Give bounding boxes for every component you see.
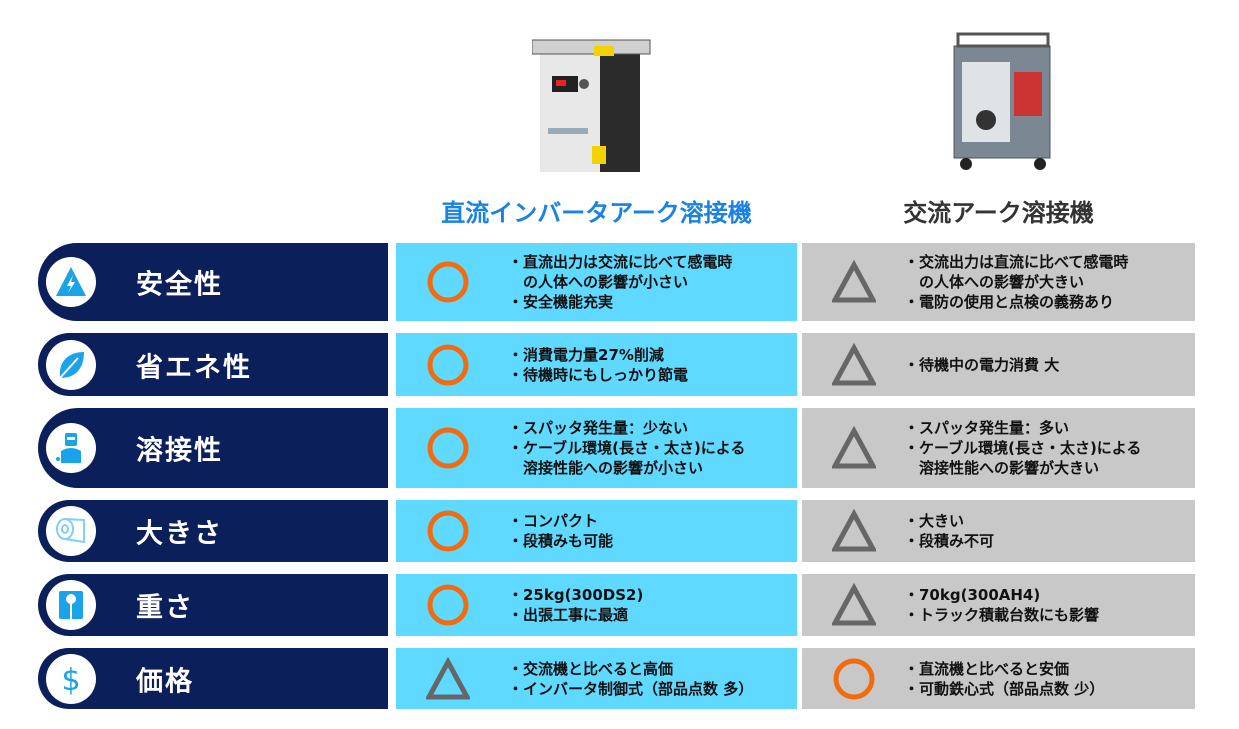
note-line: ・ケーブル環境(長さ・太さ)による <box>508 439 746 457</box>
note-line: の人体への影響が大きい <box>904 273 1085 291</box>
row-label: 大きさ <box>38 500 388 562</box>
ac-column-title: 交流アーク溶接機 <box>903 199 1094 227</box>
dc-cell: ・交流機と比べると高価・インバータ制御式（部品点数 多） <box>396 648 797 709</box>
note-line: ・段積みも可能 <box>508 532 614 550</box>
row-label-text: 省エネ性 <box>136 352 252 383</box>
ac-cell: ・待機中の電力消費 大 <box>802 333 1195 396</box>
circle-mark-icon <box>427 344 469 385</box>
circle-mark-icon <box>427 510 469 552</box>
leaf-icon <box>46 339 96 390</box>
circle-mark-icon <box>833 658 875 699</box>
row-label: 重さ <box>38 574 388 636</box>
triangle-mark-icon <box>426 656 470 699</box>
ac-cell: ・大きい・段積み不可 <box>802 500 1195 562</box>
note-line: ・スパッタ発生量：多い <box>904 419 1070 437</box>
ac-cell: ・70kg(300AH4) ・トラック積載台数にも影響 <box>802 574 1195 636</box>
circle-mark-icon <box>427 261 469 303</box>
triangle-mark-icon <box>832 260 876 303</box>
row-label: 安全性 <box>38 243 388 321</box>
note-line: 溶接性能への影響が大きい <box>904 459 1100 477</box>
row-label-text: 価格 <box>136 666 194 697</box>
ac-notes: ・スパッタ発生量：多い・ケーブル環境(長さ・太さ)による 溶接性能への影響が大き… <box>904 418 1141 478</box>
dc-notes: ・25kg(300DS2) ・出張工事に最適 <box>508 585 643 625</box>
dc-notes: ・直流出力は交流に比べて感電時 の人体への影響が小さい・安全機能充実 <box>508 252 732 312</box>
note-line: ・ケーブル環境(長さ・太さ)による <box>904 439 1142 457</box>
ac-cell: ・スパッタ発生量：多い・ケーブル環境(長さ・太さ)による 溶接性能への影響が大き… <box>802 408 1195 488</box>
dc-notes: ・スパッタ発生量：少ない・ケーブル環境(長さ・太さ)による 溶接性能への影響が小… <box>508 418 745 478</box>
note-line: ・待機中の電力消費 大 <box>904 355 1060 374</box>
dc-cell: ・コンパクト・段積みも可能 <box>396 500 797 562</box>
dc-notes: ・交流機と比べると高価・インバータ制御式（部品点数 多） <box>508 659 753 699</box>
ac-notes: ・交流出力は直流に比べて感電時 の人体への影響が大きい・電防の使用と点検の義務あ… <box>904 252 1128 312</box>
row-label-text: 安全性 <box>136 269 223 301</box>
note-line: ・待機時にもしっかり節電 <box>508 365 689 384</box>
ac-arc-welder-image <box>953 32 1051 170</box>
tape-measure-icon <box>46 506 96 556</box>
note-line: ・スパッタ発生量：少ない <box>508 419 689 437</box>
dc-cell: ・スパッタ発生量：少ない・ケーブル環境(長さ・太さ)による 溶接性能への影響が小… <box>396 408 797 488</box>
triangle-mark-icon <box>832 342 876 385</box>
comparison-row: 重さ ・25kg(300DS2) ・出張工事に最適 ・70kg(300AH4) ・トラッ… <box>0 574 1239 636</box>
note-line: ・消費電力量27%削減 <box>508 345 664 364</box>
dollar-icon: $ <box>46 653 96 704</box>
triangle-mark-icon <box>832 583 876 626</box>
svg-text:$: $ <box>61 663 80 696</box>
comparison-row: 大きさ ・コンパクト・段積みも可能 ・大きい・段積み不可 <box>0 500 1239 562</box>
note-line: ・交流出力は直流に比べて感電時 <box>904 253 1129 271</box>
note-line: 溶接性能への影響が小さい <box>508 459 704 477</box>
dc-cell: ・消費電力量27%削減・待機時にもしっかり節電 <box>396 333 797 396</box>
triangle-mark-icon <box>832 426 876 469</box>
note-line: の人体への影響が小さい <box>508 273 689 291</box>
scale-icon <box>46 580 96 630</box>
comparison-row: 安全性 ・直流出力は交流に比べて感電時 の人体への影響が小さい・安全機能充実 ・交流… <box>0 243 1239 321</box>
circle-mark-icon <box>427 584 469 626</box>
high-voltage-icon <box>46 257 96 307</box>
ac-notes: ・直流機と比べると安価・可動鉄心式（部品点数 少） <box>904 659 1104 699</box>
ac-notes: ・70kg(300AH4) ・トラック積載台数にも影響 <box>904 585 1099 625</box>
note-line: ・大きい <box>904 512 965 530</box>
note-line: ・コンパクト <box>508 512 599 530</box>
note-line: ・直流機と比べると安価 <box>904 659 1070 678</box>
ac-cell: ・交流出力は直流に比べて感電時 の人体への影響が大きい・電防の使用と点検の義務あ… <box>802 243 1195 321</box>
ac-notes: ・大きい・段積み不可 <box>904 511 994 551</box>
dc-notes: ・コンパクト・段積みも可能 <box>508 511 613 551</box>
comparison-row: 溶接性 ・スパッタ発生量：少ない・ケーブル環境(長さ・太さ)による 溶接性能への影… <box>0 408 1239 488</box>
note-line: ・70kg(300AH4) <box>904 586 1041 604</box>
row-label-text: 大きさ <box>136 518 223 550</box>
note-line: ・段積み不可 <box>904 532 995 550</box>
comparison-row: $ 価格 ・交流機と比べると高価・インバータ制御式（部品点数 多） ・直流機と比べると… <box>0 648 1239 709</box>
note-line: ・電防の使用と点検の義務あり <box>904 293 1115 311</box>
row-label: 溶接性 <box>38 408 388 488</box>
triangle-mark-icon <box>832 509 876 552</box>
dc-cell: ・25kg(300DS2) ・出張工事に最適 <box>396 574 797 636</box>
ac-cell: ・直流機と比べると安価・可動鉄心式（部品点数 少） <box>802 648 1195 709</box>
dc-inverter-welder-image <box>532 39 651 172</box>
row-label: $ 価格 <box>38 648 388 709</box>
note-line: ・安全機能充実 <box>508 293 614 311</box>
note-line: ・可動鉄心式（部品点数 少） <box>904 679 1105 698</box>
row-label-text: 溶接性 <box>136 435 223 467</box>
row-label-text: 重さ <box>136 592 194 624</box>
dc-column-title: 直流インバータアーク溶接機 <box>441 199 752 227</box>
dc-notes: ・消費電力量27%削減・待機時にもしっかり節電 <box>508 345 688 385</box>
comparison-row: 省エネ性 ・消費電力量27%削減・待機時にもしっかり節電 ・待機中の電力消費 大 <box>0 333 1239 396</box>
welder-icon <box>46 423 96 473</box>
circle-mark-icon <box>427 427 469 469</box>
row-label: 省エネ性 <box>38 333 388 396</box>
note-line: ・直流出力は交流に比べて感電時 <box>508 253 733 271</box>
note-line: ・出張工事に最適 <box>508 606 629 624</box>
note-line: ・インバータ制御式（部品点数 多） <box>508 679 754 698</box>
dc-cell: ・直流出力は交流に比べて感電時 の人体への影響が小さい・安全機能充実 <box>396 243 797 321</box>
ac-notes: ・待機中の電力消費 大 <box>904 355 1059 375</box>
note-line: ・交流機と比べると高価 <box>508 659 674 678</box>
note-line: ・トラック積載台数にも影響 <box>904 606 1100 624</box>
note-line: ・25kg(300DS2) <box>508 586 644 604</box>
